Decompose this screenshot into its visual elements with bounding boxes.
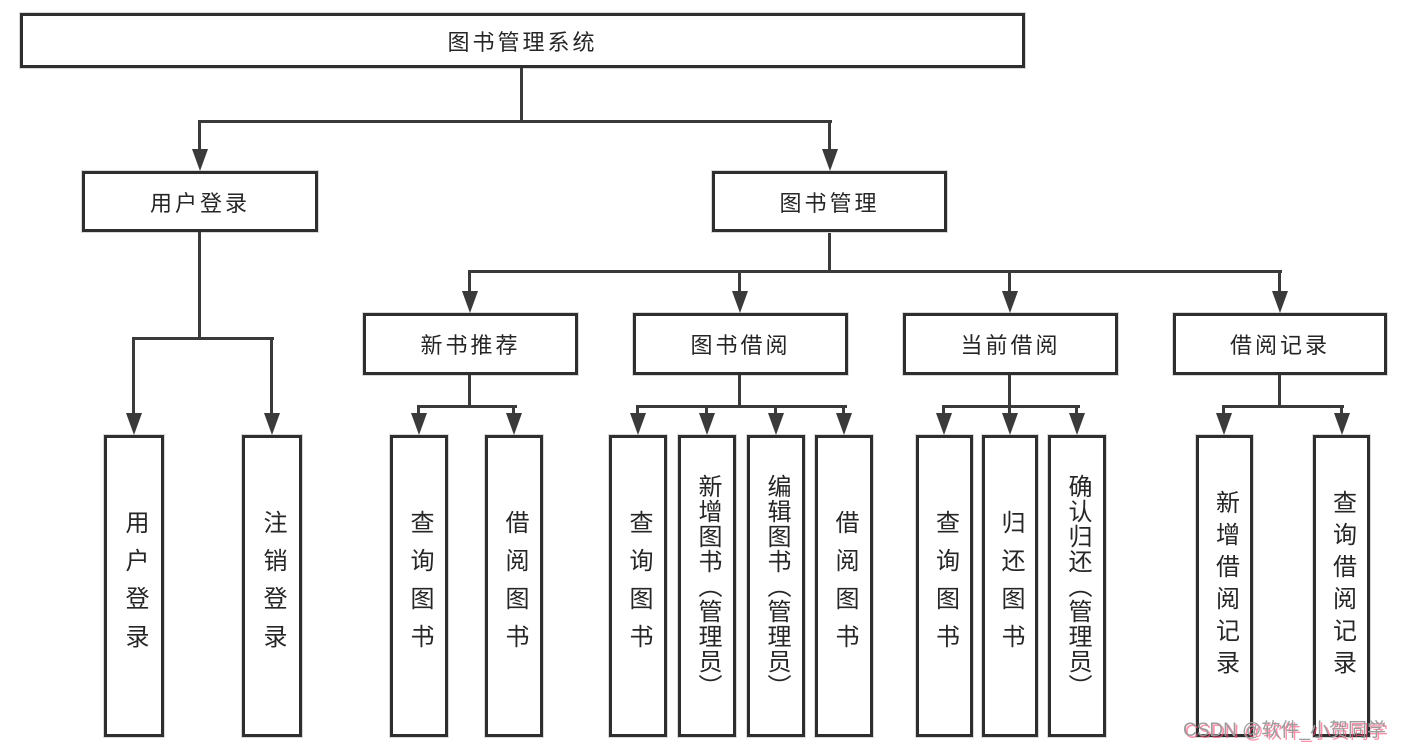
connector-line: [270, 337, 273, 415]
leaf-logout-label: 注销登录: [259, 510, 286, 662]
connector-line: [468, 375, 471, 408]
leaf-borrow-edit-admin: 编辑图书（管理员）: [747, 435, 805, 737]
leaf-current-confirm-admin-label: 确认归还（管理员）: [1064, 473, 1091, 699]
leaf-current-confirm-admin: 确认归还（管理员）: [1048, 435, 1106, 737]
leaf-newbooks-query: 查询图书: [390, 435, 448, 737]
leaf-records-add: 新增借阅记录: [1196, 435, 1253, 737]
arrow-down-icon: [411, 413, 427, 435]
arrow-down-icon: [936, 413, 952, 435]
leaf-borrow-book-label: 借阅图书: [831, 510, 858, 662]
arrow-down-icon: [836, 413, 852, 435]
leaf-records-query-label: 查询借阅记录: [1328, 490, 1356, 682]
connector-line: [942, 405, 1080, 408]
connector-line: [198, 120, 201, 151]
leaf-borrow-edit-admin-label: 编辑图书（管理员）: [763, 473, 790, 699]
connector-line: [828, 120, 831, 151]
connector-line: [1278, 375, 1281, 408]
node-book-borrow-label: 图书借阅: [690, 333, 791, 358]
arrow-down-icon: [1002, 291, 1018, 313]
connector-line: [774, 405, 777, 417]
connector-line: [468, 270, 1282, 273]
leaf-current-query: 查询图书: [916, 435, 973, 737]
node-new-book-recommend-label: 新书推荐: [420, 333, 521, 358]
connector-line: [417, 405, 517, 408]
connector-line: [1222, 405, 1225, 417]
connector-line: [1222, 405, 1344, 408]
leaf-user-login: 用户登录: [104, 435, 164, 737]
connector-line: [738, 270, 741, 293]
leaf-logout: 注销登录: [242, 435, 302, 737]
csdn-watermark: CSDN @软件_小贺同学: [1183, 720, 1386, 741]
connector-line: [942, 405, 945, 417]
arrow-down-icon: [822, 149, 838, 171]
connector-line: [198, 232, 201, 339]
connector-line: [512, 405, 515, 417]
arrow-down-icon: [1272, 291, 1288, 313]
node-book-management-label: 图书管理: [779, 190, 880, 216]
arrow-down-icon: [732, 291, 748, 313]
arrow-down-icon: [462, 291, 478, 313]
connector-line: [198, 120, 832, 123]
node-user-login-label: 用户登录: [149, 190, 250, 216]
node-borrow-records: 借阅记录: [1173, 313, 1387, 375]
leaf-records-add-label: 新增借阅记录: [1211, 490, 1239, 682]
connector-line: [1278, 270, 1281, 293]
node-book-management: 图书管理: [712, 171, 947, 232]
leaf-current-return-label: 归还图书: [997, 510, 1024, 662]
leaf-newbooks-borrow: 借阅图书: [485, 435, 543, 737]
connector-line: [705, 405, 708, 417]
node-root: 图书管理系统: [20, 13, 1025, 68]
node-current-borrow-label: 当前借阅: [960, 333, 1061, 358]
connector-line: [417, 405, 420, 417]
arrow-down-icon: [1216, 413, 1232, 435]
node-user-login: 用户登录: [82, 171, 318, 232]
leaf-newbooks-query-label: 查询图书: [406, 510, 433, 662]
node-book-borrow: 图书借阅: [633, 313, 848, 375]
arrow-down-icon: [192, 149, 208, 171]
leaf-newbooks-borrow-label: 借阅图书: [501, 510, 528, 662]
connector-line: [636, 405, 639, 417]
leaf-borrow-query: 查询图书: [609, 435, 667, 737]
connector-line: [738, 375, 741, 408]
arrow-down-icon: [264, 413, 280, 435]
connector-line: [132, 337, 274, 340]
connector-line: [132, 337, 135, 415]
connector-line: [1340, 405, 1343, 417]
connector-line: [1008, 375, 1011, 408]
node-borrow-records-label: 借阅记录: [1229, 333, 1330, 358]
connector-line: [828, 233, 831, 273]
connector-line: [636, 405, 847, 408]
node-current-borrow: 当前借阅: [903, 313, 1118, 375]
connector-line: [520, 68, 523, 120]
leaf-borrow-query-label: 查询图书: [625, 510, 652, 662]
connector-line: [468, 270, 471, 293]
node-new-book-recommend: 新书推荐: [363, 313, 578, 375]
connector-line: [1008, 405, 1011, 417]
arrow-down-icon: [768, 413, 784, 435]
leaf-current-return: 归还图书: [982, 435, 1038, 737]
connector-line: [1075, 405, 1078, 417]
leaf-borrow-book: 借阅图书: [815, 435, 873, 737]
connector-line: [842, 405, 845, 417]
arrow-down-icon: [699, 413, 715, 435]
arrow-down-icon: [1334, 413, 1350, 435]
arrow-down-icon: [506, 413, 522, 435]
leaf-records-query: 查询借阅记录: [1313, 435, 1370, 737]
leaf-current-query-label: 查询图书: [931, 510, 959, 662]
connector-line: [1008, 270, 1011, 293]
node-root-label: 图书管理系统: [447, 29, 598, 55]
leaf-user-login-label: 用户登录: [121, 510, 148, 662]
arrow-down-icon: [630, 413, 646, 435]
arrow-down-icon: [1069, 413, 1085, 435]
leaf-borrow-add-admin: 新增图书（管理员）: [678, 435, 736, 737]
leaf-borrow-add-admin-label: 新增图书（管理员）: [694, 473, 721, 699]
arrow-down-icon: [126, 413, 142, 435]
arrow-down-icon: [1002, 413, 1018, 435]
